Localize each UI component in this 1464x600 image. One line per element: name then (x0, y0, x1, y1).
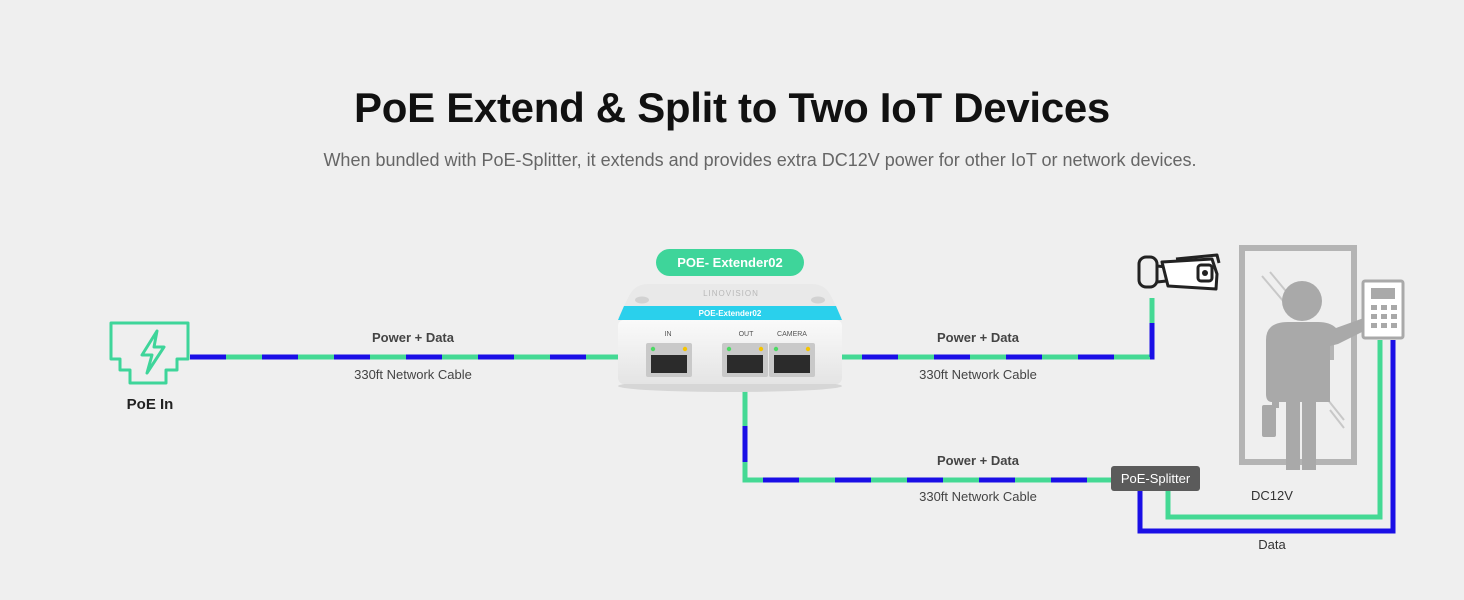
port-camera-label: CAMERA (777, 331, 807, 338)
extender-badge-label: POE- Extender02 (677, 255, 783, 270)
poe-splitter: PoE-Splitter (1111, 466, 1200, 491)
dc12v-label: DC12V (1251, 488, 1293, 503)
camera-link-bottom-label: 330ft Network Cable (919, 367, 1037, 382)
port-camera (769, 343, 815, 377)
splitter-label: PoE-Splitter (1121, 471, 1191, 486)
camera-link-top-label: Power + Data (937, 330, 1020, 345)
port-in (646, 343, 692, 377)
cable-splitter (742, 372, 1112, 483)
left-link-bottom-label: 330ft Network Cable (354, 367, 472, 382)
extender-brand: LINOVISION (703, 289, 759, 298)
page-subtitle: When bundled with PoE-Splitter, it exten… (323, 150, 1197, 170)
lightning-port-icon (109, 321, 190, 385)
cable-data (1137, 340, 1396, 534)
cable-dc12v (1165, 340, 1383, 520)
data-label: Data (1258, 537, 1286, 552)
extender-badge: POE- Extender02 (656, 249, 804, 276)
splitter-link-bottom-label: 330ft Network Cable (919, 489, 1037, 504)
splitter-link-top-label: Power + Data (937, 453, 1020, 468)
poe-in-label: PoE In (127, 396, 174, 413)
person-icon (1262, 281, 1376, 470)
port-out-label: OUT (739, 331, 755, 338)
extender-face-label: POE-Extender02 (699, 309, 762, 318)
left-link-top-label: Power + Data (372, 330, 455, 345)
port-in-label: IN (665, 331, 672, 338)
bullet-camera-icon (1137, 253, 1221, 291)
cable-camera (790, 298, 1155, 360)
extender-device: LINOVISION POE-Extender02 IN OUT CAMERA (618, 284, 842, 392)
page-title: PoE Extend & Split to Two IoT Devices (354, 84, 1110, 131)
keypad-icon (1361, 279, 1405, 340)
port-out (722, 343, 768, 377)
